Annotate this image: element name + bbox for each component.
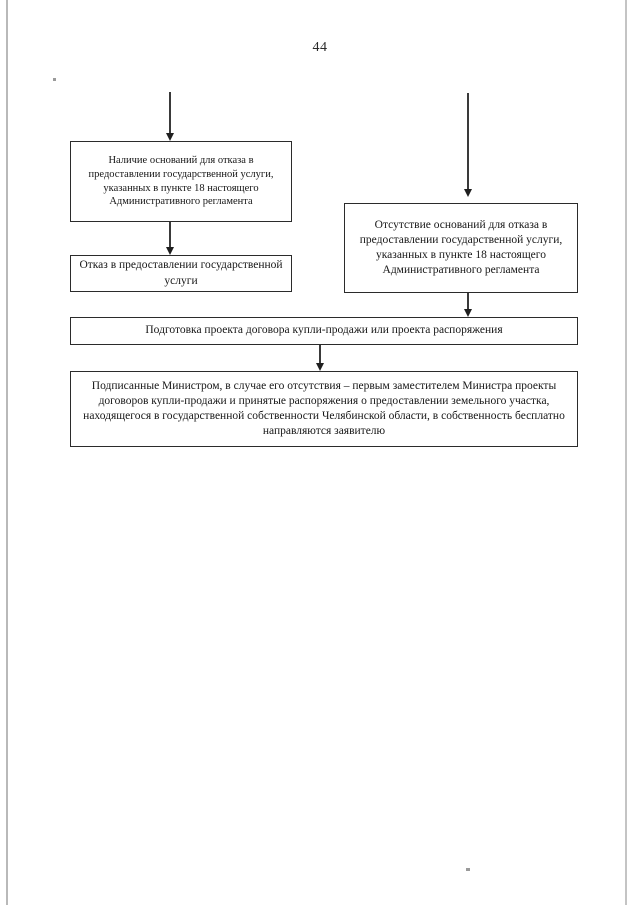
arrow-head-icon <box>316 363 324 371</box>
flowchart-box-text: Подготовка проекта договора купли-продаж… <box>145 324 503 337</box>
flowchart-box-text: Отказ в предоставлении государственной у… <box>79 259 283 287</box>
arrow-stem <box>169 92 171 133</box>
arrow-stem <box>319 345 321 363</box>
arrow-head-icon <box>166 133 174 141</box>
scan-edge-left <box>6 0 8 905</box>
flowchart-box-text: Подписанные Министром, в случае его отсу… <box>83 379 565 438</box>
arrow-stem <box>169 222 171 247</box>
flowchart-box-draft-contract: Подготовка проекта договора купли-продаж… <box>70 317 578 345</box>
scan-speck <box>53 78 56 81</box>
arrow-head-icon <box>464 189 472 197</box>
page-number: 44 <box>312 40 328 55</box>
flowchart-box-no-grounds: Отсутствие оснований для отказа в предос… <box>344 203 578 293</box>
scan-edge-right <box>625 0 627 905</box>
flowchart-box-refusal-grounds: Наличие оснований для отказа в предостав… <box>70 141 292 222</box>
arrow-head-icon <box>166 247 174 255</box>
scan-speck <box>466 868 470 871</box>
flowchart-box-refusal-decision: Отказ в предоставлении государственной у… <box>70 255 292 292</box>
arrow-head-icon <box>464 309 472 317</box>
arrow-stem <box>467 293 469 309</box>
flowchart-box-text: Отсутствие оснований для отказа в предос… <box>359 218 563 277</box>
flowchart-box-text: Наличие оснований для отказа в предостав… <box>88 154 274 208</box>
flowchart-box-signed-documents: Подписанные Министром, в случае его отсу… <box>70 371 578 447</box>
arrow-stem <box>467 93 469 189</box>
